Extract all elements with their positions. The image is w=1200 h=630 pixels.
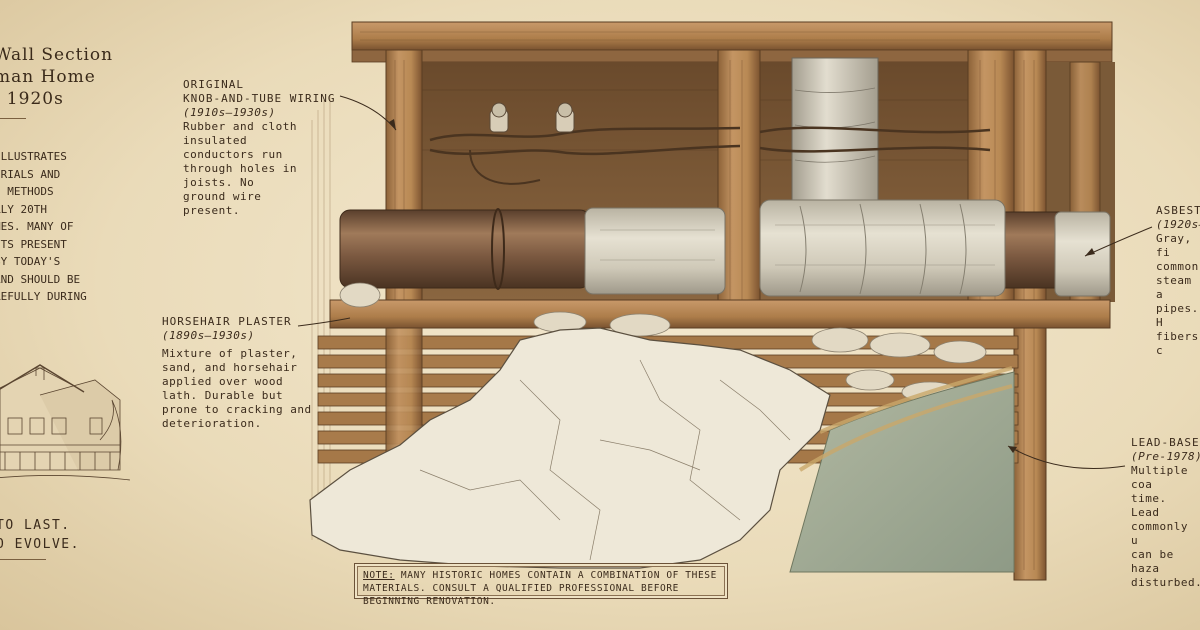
knob-tube-period: (1910s–1930s) xyxy=(183,106,276,119)
lead-title: Lead-Base xyxy=(1131,436,1200,449)
horsehair-title: Horsehair Plaster xyxy=(162,315,292,328)
label-asbestos: Asbesto (1920s– Gray, fi common steam a … xyxy=(1156,204,1200,358)
horsehair-description: Mixture of plaster, sand, and horsehair … xyxy=(162,347,312,430)
knob-and-tube-wiring xyxy=(429,126,991,185)
craftsman-house-sketch xyxy=(0,364,131,481)
asbestos-period: (1920s– xyxy=(1156,218,1200,231)
plaster-cracks xyxy=(419,359,791,561)
knob-tube-title-2: Knob-and-Tube Wiring xyxy=(183,92,336,105)
paint-layer-edges xyxy=(798,366,1013,472)
asbestos-description: Gray, fi common steam a pipes. H fibers … xyxy=(1156,232,1199,357)
asbestos-pipe-insulation xyxy=(584,199,1111,297)
bottom-plate xyxy=(329,299,1111,329)
knob-tube-title-1: Original xyxy=(183,78,244,91)
lead-description: Multiple coa time. Lead commonly u can b… xyxy=(1131,464,1200,589)
note-text: Many historic homes contain a combinatio… xyxy=(363,570,717,607)
plaster-keys xyxy=(339,282,987,403)
ceramic-knob-insulators xyxy=(489,102,575,133)
horsehair-plaster-chunk xyxy=(309,327,831,569)
note-lead: Note: xyxy=(363,570,395,581)
title-block: Wall Section man Home . 1920s xyxy=(0,44,144,110)
motto-ornament-divider xyxy=(0,559,46,560)
knob-tube-description: Rubber and cloth insulated conductors ru… xyxy=(183,120,297,217)
label-knob-and-tube: Original Knob-and-Tube Wiring (1910s–193… xyxy=(183,78,373,218)
label-lead-paint: Lead-Base (Pre-1978) Multiple coa time. … xyxy=(1131,436,1200,590)
lead-period: (Pre-1978) xyxy=(1131,450,1200,463)
title-line-2: man Home xyxy=(0,67,96,87)
title-ornament-divider xyxy=(0,118,26,119)
label-horsehair-plaster: Horsehair Plaster (1890s–1930s) Mixture … xyxy=(162,315,312,431)
title-line-3: . 1920s xyxy=(0,89,64,109)
asbestos-title: Asbesto xyxy=(1156,204,1200,217)
intro-paragraph: ILLUSTRATES ERIALS AND N METHODS RLY 20T… xyxy=(0,150,87,303)
vertical-asbestos-pipe xyxy=(791,57,879,209)
title-line-1: Wall Section xyxy=(0,45,114,65)
note-box: Note: Many historic homes contain a comb… xyxy=(354,563,728,607)
horsehair-period: (1890s–1930s) xyxy=(162,329,255,342)
leader-arrowheads xyxy=(389,119,1095,453)
closing-motto: TO LAST. O EVOLVE. xyxy=(0,518,80,552)
